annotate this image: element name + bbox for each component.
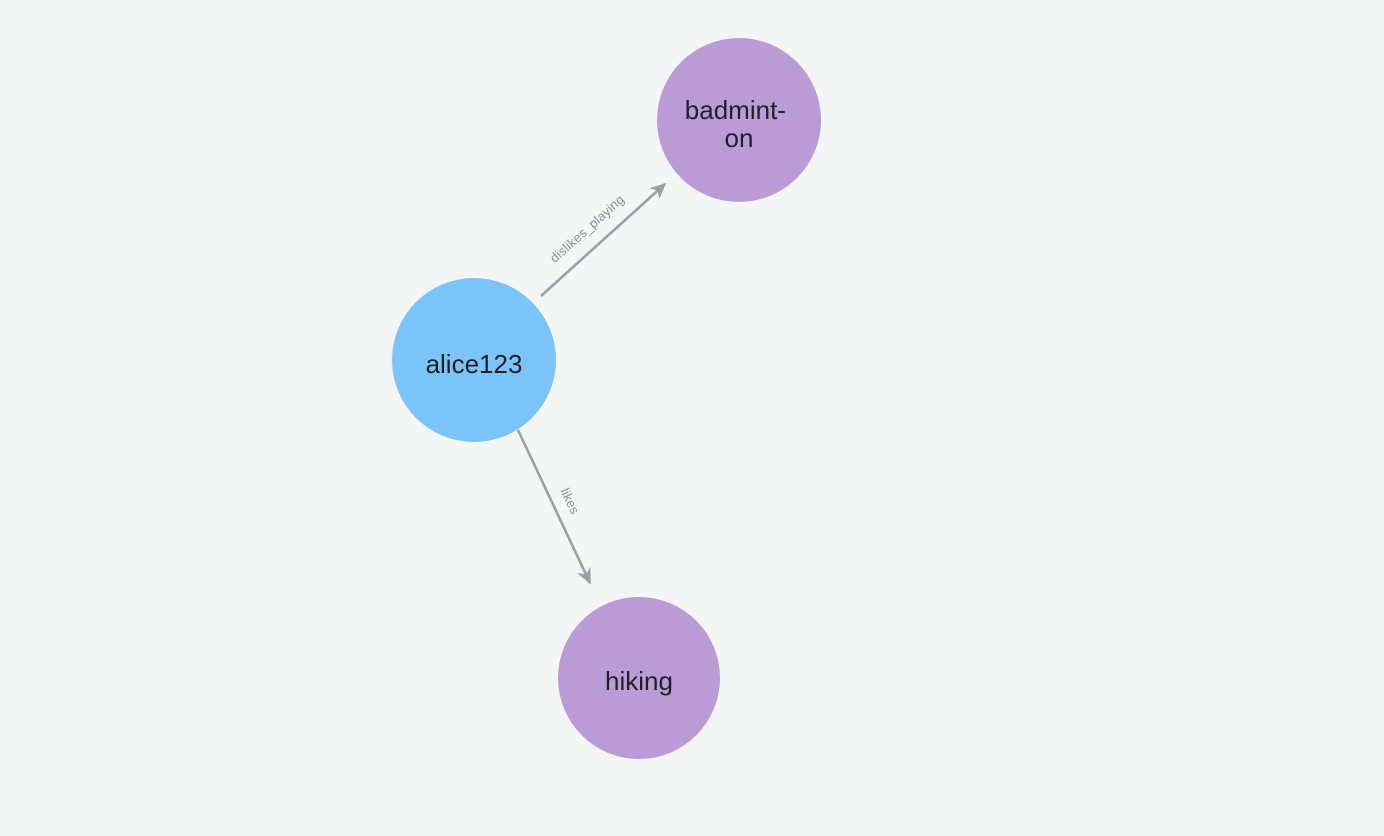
edge-line-likes[interactable]: [516, 429, 592, 585]
node-circle-badminton[interactable]: [657, 38, 821, 202]
node-label-badminton-line-1: badmint-: [685, 95, 786, 125]
node-hiking[interactable]: hiking: [558, 597, 720, 759]
node-label-hiking: hiking: [605, 666, 673, 696]
edge-label-likes: likes: [558, 486, 583, 517]
node-badminton[interactable]: badmint- on: [657, 38, 821, 202]
node-label-alice123-line-1: alice123: [426, 349, 523, 379]
node-circle-hiking[interactable]: [558, 597, 720, 759]
edge-likes[interactable]: likes: [516, 429, 592, 585]
node-label-hiking-line-1: hiking: [605, 666, 673, 696]
node-label-badminton-line-2: on: [725, 123, 754, 153]
edge-line-dislikes-playing[interactable]: [540, 182, 667, 297]
node-label-alice123: alice123: [426, 349, 523, 379]
edge-dislikes-playing[interactable]: dislikes_playing: [540, 182, 667, 297]
node-label-badminton: badmint- on: [685, 95, 793, 153]
nodes-layer: alice123 badmint- on hiking: [392, 38, 821, 759]
node-alice123[interactable]: alice123: [392, 278, 556, 442]
node-circle-alice123[interactable]: [392, 278, 556, 442]
